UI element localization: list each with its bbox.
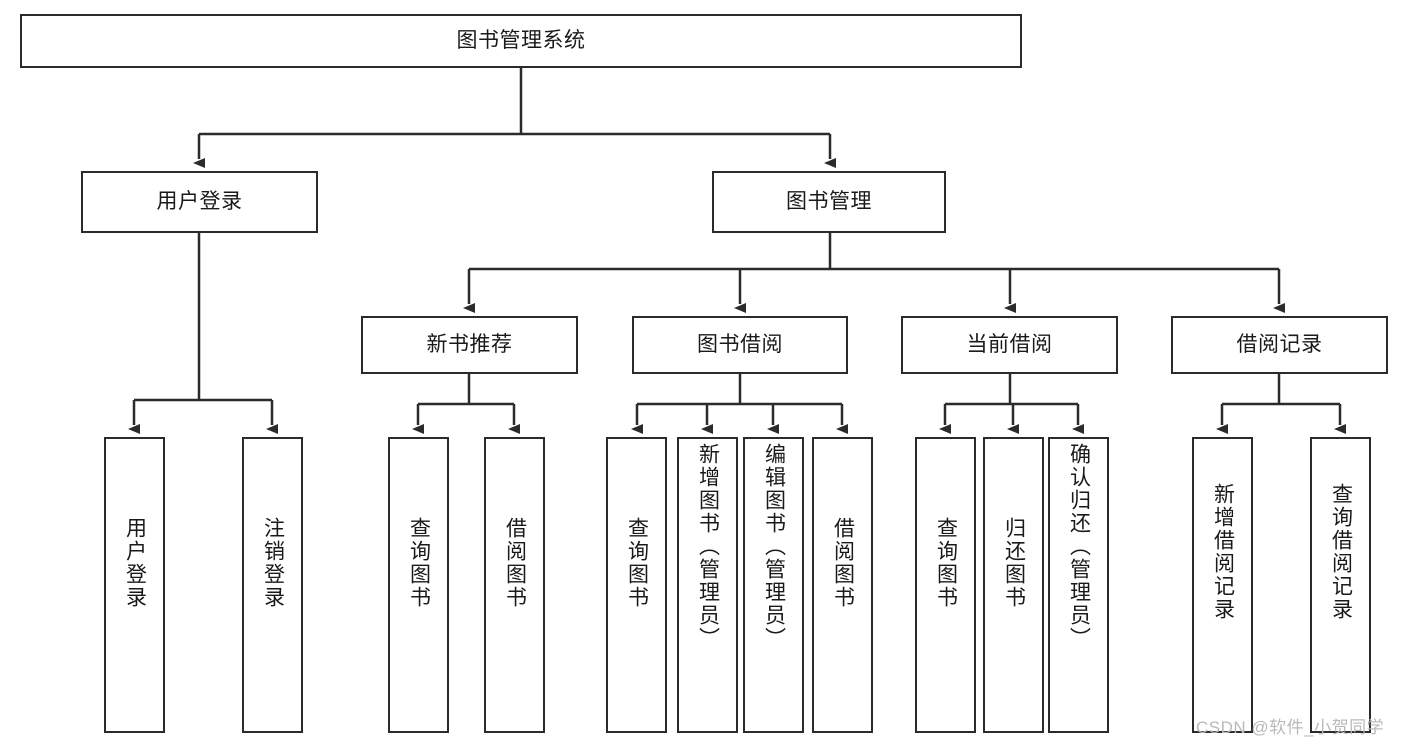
leaf-query-book-3[interactable]: 查询图书 bbox=[915, 437, 976, 733]
node-book-manage-label: 图书管理 bbox=[786, 189, 872, 213]
leaf-borrow-book-2[interactable]: 借阅图书 bbox=[812, 437, 873, 733]
node-borrow-record-label: 借阅记录 bbox=[1236, 332, 1323, 356]
leaf-confirm-return[interactable]: 确认归还（管理员） bbox=[1048, 437, 1109, 733]
node-root[interactable]: 图书管理系统 bbox=[20, 14, 1022, 68]
leaf-add-book-label: 新增图书（管理员） bbox=[696, 443, 720, 650]
node-user-login[interactable]: 用户登录 bbox=[81, 171, 318, 233]
leaf-confirm-return-label: 确认归还（管理员） bbox=[1067, 443, 1091, 650]
leaf-query-book-1[interactable]: 查询图书 bbox=[388, 437, 449, 733]
leaf-logout-label: 注销登录 bbox=[261, 517, 285, 609]
leaf-query-record[interactable]: 查询借阅记录 bbox=[1310, 437, 1371, 733]
node-book-borrow[interactable]: 图书借阅 bbox=[632, 316, 848, 374]
leaf-return-book-label: 归还图书 bbox=[1002, 517, 1026, 609]
node-borrow-record[interactable]: 借阅记录 bbox=[1171, 316, 1388, 374]
leaf-add-book[interactable]: 新增图书（管理员） bbox=[677, 437, 738, 733]
leaf-user-login[interactable]: 用户登录 bbox=[104, 437, 165, 733]
leaf-query-book-2-label: 查询图书 bbox=[625, 517, 649, 609]
leaf-query-record-label: 查询借阅记录 bbox=[1329, 483, 1353, 621]
node-book-borrow-label: 图书借阅 bbox=[697, 332, 783, 356]
node-root-label: 图书管理系统 bbox=[456, 28, 586, 52]
node-current-borrow-label: 当前借阅 bbox=[966, 332, 1053, 356]
node-new-book-rec[interactable]: 新书推荐 bbox=[361, 316, 578, 374]
node-new-book-rec-label: 新书推荐 bbox=[426, 332, 513, 356]
leaf-edit-book-label: 编辑图书（管理员） bbox=[762, 443, 786, 650]
node-user-login-label: 用户登录 bbox=[156, 189, 243, 213]
leaf-borrow-book-1-label: 借阅图书 bbox=[503, 517, 527, 609]
leaf-add-record-label: 新增借阅记录 bbox=[1211, 483, 1235, 621]
leaf-borrow-book-1[interactable]: 借阅图书 bbox=[484, 437, 545, 733]
leaf-logout[interactable]: 注销登录 bbox=[242, 437, 303, 733]
leaf-query-book-1-label: 查询图书 bbox=[407, 517, 431, 609]
node-book-manage[interactable]: 图书管理 bbox=[712, 171, 946, 233]
leaf-query-book-3-label: 查询图书 bbox=[934, 517, 958, 609]
leaf-borrow-book-2-label: 借阅图书 bbox=[831, 517, 855, 609]
leaf-query-book-2[interactable]: 查询图书 bbox=[606, 437, 667, 733]
node-current-borrow[interactable]: 当前借阅 bbox=[901, 316, 1118, 374]
leaf-return-book[interactable]: 归还图书 bbox=[983, 437, 1044, 733]
leaf-user-login-label: 用户登录 bbox=[123, 517, 147, 609]
watermark-text: CSDN @软件_小贺同学 bbox=[1196, 718, 1385, 737]
leaf-add-record[interactable]: 新增借阅记录 bbox=[1192, 437, 1253, 733]
leaf-edit-book[interactable]: 编辑图书（管理员） bbox=[743, 437, 804, 733]
